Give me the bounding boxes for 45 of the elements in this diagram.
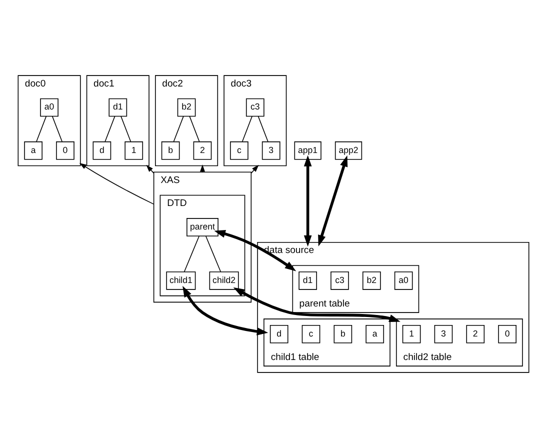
node-box: app1 (294, 141, 322, 160)
node-box: b (334, 324, 352, 344)
node-box: b2 (362, 271, 381, 290)
node-box: a0 (394, 271, 413, 290)
node-box: c3 (330, 271, 349, 290)
node-box: a (366, 324, 384, 344)
node-box: 0 (498, 324, 516, 344)
node-box: parent (186, 218, 218, 236)
node-box: 2 (193, 141, 212, 160)
node-box: 3 (434, 324, 453, 344)
connector (258, 116, 268, 142)
connector (36, 116, 47, 142)
node-box: child2 (209, 271, 239, 290)
node-box: 0 (56, 141, 74, 160)
node-box: d1 (298, 271, 317, 290)
arrow (214, 230, 296, 272)
node-box: c (302, 324, 320, 344)
node-box: a (24, 141, 42, 160)
connector (242, 116, 252, 142)
connector (104, 116, 116, 142)
arrow (182, 286, 268, 336)
connector (184, 236, 200, 272)
arrow (318, 155, 348, 246)
node-box: 2 (466, 324, 485, 344)
node-box: 1 (402, 324, 421, 344)
connector (205, 236, 222, 272)
node-box: c3 (246, 98, 264, 117)
arrow (200, 164, 205, 173)
connector (189, 116, 200, 142)
node-box: a0 (40, 98, 58, 117)
connector (120, 116, 132, 142)
node-box: d (270, 324, 288, 344)
node-box: d1 (108, 98, 128, 117)
node-box: child1 (166, 271, 196, 290)
node-box: 3 (262, 141, 280, 160)
node-box: c (230, 141, 248, 160)
node-box: b (161, 141, 180, 160)
arrow (233, 287, 400, 322)
connector (52, 116, 62, 142)
arrow (304, 155, 312, 247)
node-box: 1 (124, 141, 144, 160)
node-box: d (92, 141, 112, 160)
node-box: app2 (334, 141, 362, 160)
node-box: b2 (177, 98, 196, 117)
connector (173, 116, 184, 142)
